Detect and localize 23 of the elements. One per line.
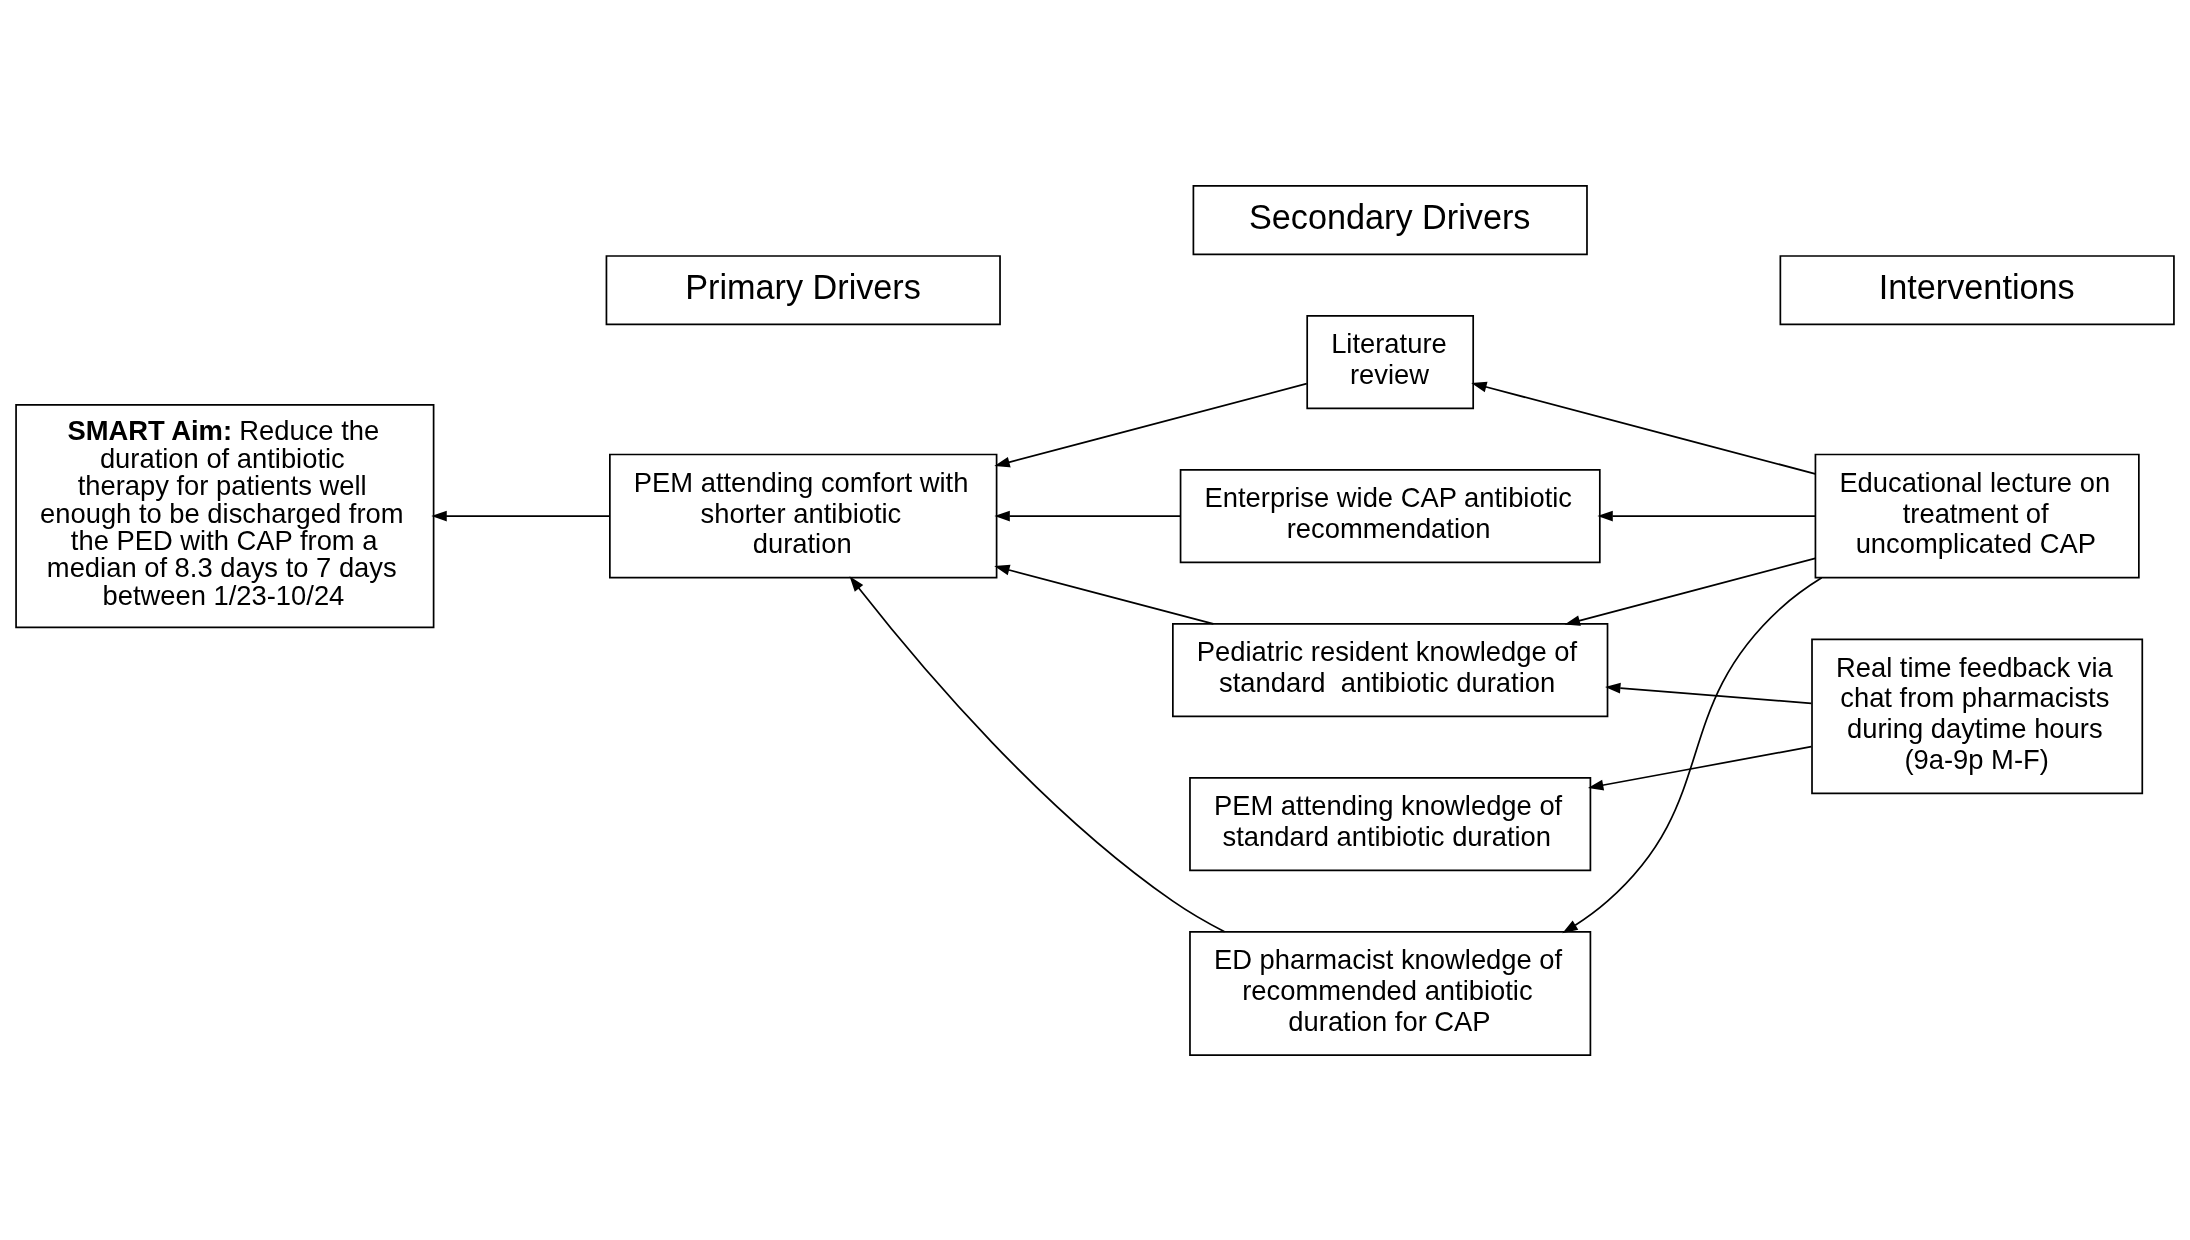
node-box: PEM attending knowledge of standard antibiotic duration [1189, 776, 1592, 871]
arrow [849, 575, 1226, 933]
node-box: Educational lecture on treatment of uncomplicated CAP [1814, 453, 2140, 579]
arrow [1471, 381, 1817, 475]
node-box: Pediatric resident knowledge of standard antibiotic duration [1172, 622, 1609, 717]
arrow [994, 564, 1215, 625]
node-box: Literature review [1306, 314, 1475, 409]
node-box: Enterprise wide CAP antibiotic recommendation [1179, 468, 1601, 563]
arrow [994, 510, 1182, 521]
arrow [1564, 557, 1817, 626]
node-box: Primary Drivers [605, 254, 1001, 325]
node-box: SMART Aim: Reduce the duration of antibiotic therapy for patients well enough to be discharged from the PED with CAP from a median of 8.3 days to 7 days between 1/23-10/24 [15, 403, 435, 628]
arrow [1587, 745, 1813, 790]
node-box: Interventions [1779, 254, 2175, 325]
node-box: Secondary Drivers [1192, 184, 1588, 255]
arrow [994, 382, 1308, 467]
node-box: ED pharmacist knowledge of recommended antibiotic duration for CAP [1189, 930, 1592, 1056]
arrow [1562, 576, 1823, 933]
arrow [1597, 510, 1817, 521]
node-box: Real time feedback via chat from pharmacists during daytime hours (9a-9p M-F) [1811, 637, 2144, 794]
node-box: PEM attending comfort with shorter antibiotic duration [609, 453, 998, 579]
arrow [1605, 682, 1813, 704]
arrow [431, 510, 611, 521]
